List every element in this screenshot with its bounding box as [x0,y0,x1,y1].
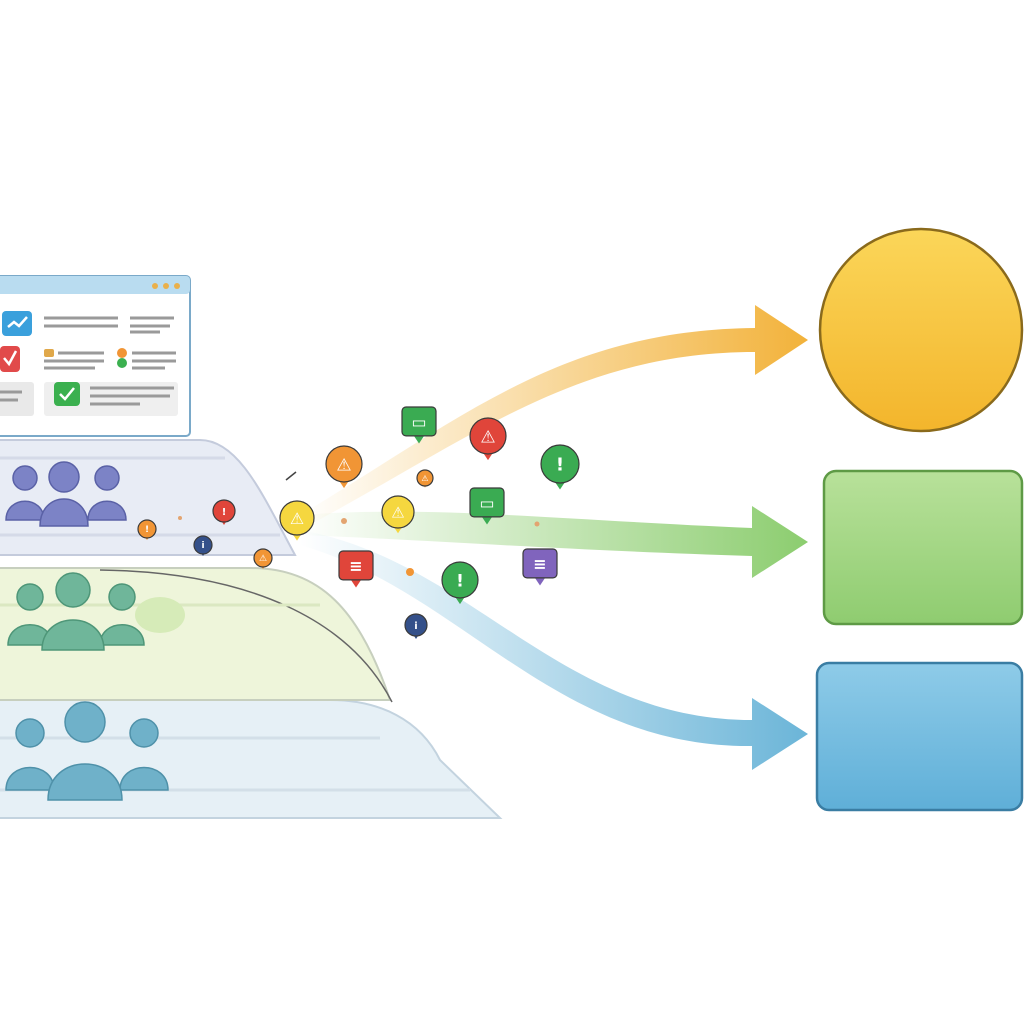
bubble-glyph: ! [145,525,149,535]
user-layers [0,439,503,819]
info-icon: i [404,613,428,639]
person-icon [55,572,91,608]
bubble-glyph: ⚠ [391,504,404,522]
content-badge [44,349,54,357]
message-icon: ▭ [401,406,437,444]
bubble-glyph: ⚠ [480,427,495,447]
bubble-glyph: ! [222,507,227,518]
destinations [815,227,1024,812]
person-icon [87,500,127,521]
arrow-to-blue-box [300,530,808,770]
content-badge [117,348,127,358]
warning-icon: ⚠ [416,469,434,488]
content-badge [117,358,127,368]
window-content-lines [44,316,174,334]
person-icon [16,583,44,611]
layer-top [0,439,297,556]
people-group-bottom [5,701,169,801]
exclamation-icon: ! [540,444,580,490]
bubble-glyph: ⚠ [290,509,304,528]
window-dot [174,283,180,289]
list-icon: ≡ [522,548,558,586]
alert-icon: ! [212,499,236,525]
bubble-glyph: ⚠ [336,455,351,475]
destination-circle [818,227,1024,433]
window-dot [152,283,158,289]
bubble-glyph: i [414,621,417,632]
person-icon [94,465,120,491]
destination-green-box [822,469,1024,626]
message-icon: ▭ [469,487,505,525]
people-group-middle [7,572,145,651]
arrow-to-circle [300,305,808,530]
person-icon [15,718,45,748]
destination-blue-box [815,661,1024,812]
bubble-glyph: ≡ [533,554,546,573]
exclamation-icon: ! [441,561,479,605]
warning-icon: ⚠ [325,445,363,489]
message-bubbles: ▭ ⚠! ⚠ ⚠ ▭ ⚠ ≡! ≡ i ⚠!! i ⚠ [137,406,580,639]
person-icon [48,461,80,493]
window-content-lines [0,386,174,406]
checkmark-icon [0,346,20,372]
person-icon [108,583,136,611]
bubble-glyph: ⚠ [421,474,428,483]
person-icon [47,763,123,801]
bubble-glyph: ▭ [479,493,494,512]
layer-bottom [0,699,503,819]
warning-icon: ⚠ [279,500,315,541]
person-icon [12,465,38,491]
window-dot [163,283,169,289]
bubble-glyph: ! [456,571,464,591]
arrow-to-green-box [300,506,808,578]
bubble-glyph: ≡ [349,556,362,575]
window-content-lines [44,351,176,370]
person-icon [129,718,159,748]
alert-icon: ! [137,519,157,541]
bubble-glyph: ! [556,455,564,476]
people-group-top [5,461,127,527]
person-icon [64,701,106,743]
window-titlebar [0,276,190,294]
info-icon: i [193,535,213,557]
bubble-glyph: ▭ [411,412,426,431]
person-icon [39,498,89,527]
bubble-glyph: ⚠ [259,554,267,564]
person-alert-icon: ⚠ [469,417,507,461]
person-icon [119,766,169,791]
particles [178,471,540,576]
warning-icon: ⚠ [253,548,273,570]
warning-icon: ⚠ [381,495,415,534]
list-icon: ≡ [338,550,374,588]
bubble-glyph: i [201,541,204,551]
layer-middle [0,567,393,703]
person-icon [41,619,105,651]
flow-arrows [300,305,808,770]
app-window [0,275,191,437]
check-badge-icon [54,382,80,406]
